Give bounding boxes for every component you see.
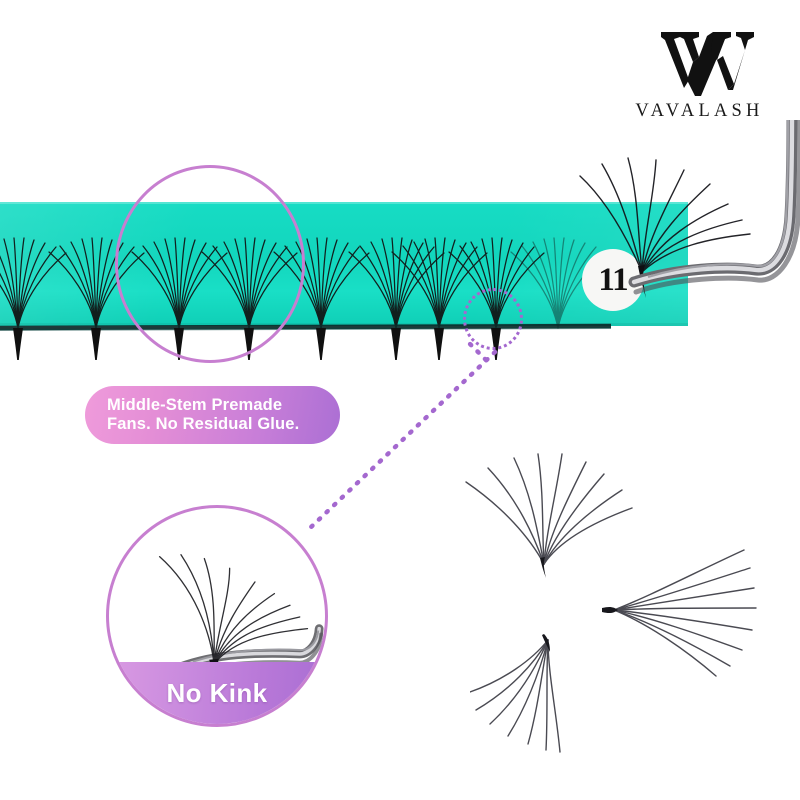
tweezer-held-fan — [579, 157, 751, 273]
loose-fan-right — [602, 549, 757, 677]
strip-top-edge — [0, 202, 688, 204]
boot-tweezers-icon — [628, 120, 800, 295]
strip-sheen — [0, 202, 688, 326]
size-badge-value: 11 — [598, 261, 628, 298]
callout-line-2: Fans. No Residual Glue. — [107, 415, 300, 433]
held-fan — [158, 554, 309, 665]
lash-tray-strip — [0, 202, 688, 326]
tweezers-holding-fan — [579, 120, 800, 298]
brand-wordmark: VAVALASH — [635, 101, 764, 121]
no-kink-label: No Kink — [166, 677, 268, 708]
callout-connector-line — [307, 339, 498, 531]
no-kink-band: No Kink — [109, 662, 325, 724]
feature-callout-pill: Middle-Stem Premade Fans. No Residual Gl… — [85, 386, 340, 444]
callout-line-1: Middle-Stem Premade — [107, 395, 283, 414]
brand-logo: VAVALASH — [627, 18, 772, 134]
magnifier-ring — [115, 165, 305, 363]
dotted-highlight-ellipse — [463, 288, 523, 350]
fan-on-strip — [0, 237, 67, 329]
strip-bottom-edge — [0, 323, 688, 326]
loose-fan-lower — [470, 634, 561, 753]
no-kink-inset: No Kink — [106, 505, 328, 727]
vavalash-monogram-icon — [661, 32, 754, 96]
loose-fan-upper — [465, 453, 633, 578]
